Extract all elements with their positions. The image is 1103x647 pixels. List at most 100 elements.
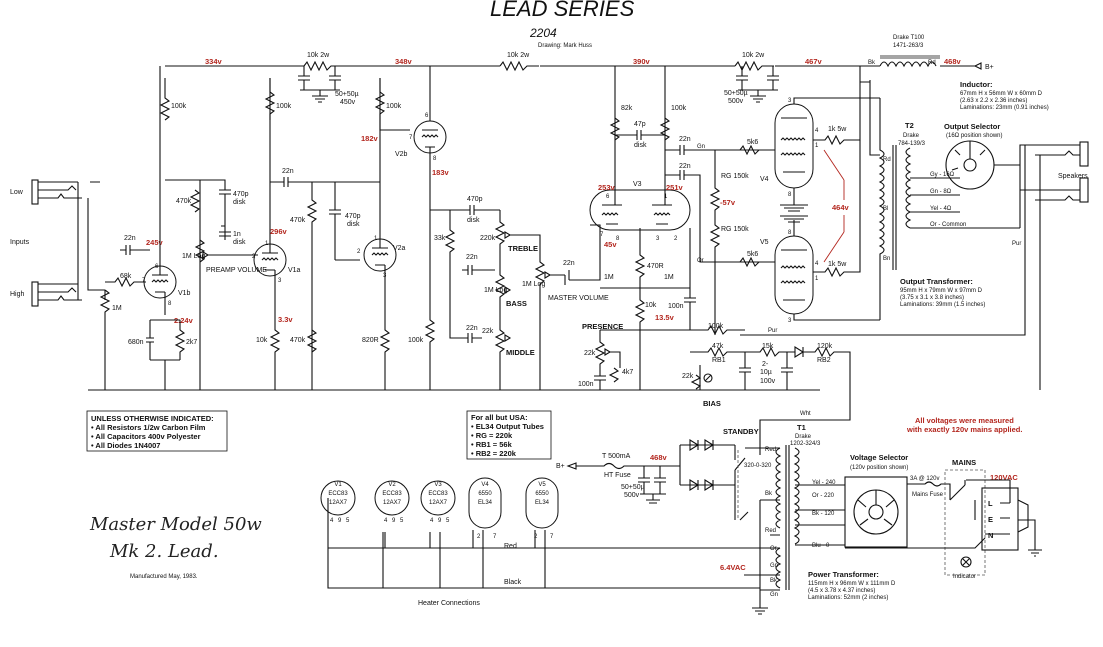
heater-tube-type2: 12AX7 xyxy=(329,500,348,506)
svg-text:470k: 470k xyxy=(290,337,306,344)
pot-treble: 220k TREBLE xyxy=(480,210,538,260)
reservoir-caps xyxy=(638,466,666,504)
cap-22n-v1a xyxy=(270,177,380,187)
svg-text:Drake: Drake xyxy=(795,434,812,440)
heater-tube-type1: ECC83 xyxy=(382,491,402,497)
heater-tube-id: V4 xyxy=(481,482,489,488)
svg-text:22n: 22n xyxy=(679,163,691,170)
manufactured-date: Manufactured May, 1983. xyxy=(130,574,198,580)
notes-box-general: UNLESS OTHERWISE INDICATED: • All Resist… xyxy=(86,410,228,452)
resistor-470k-b xyxy=(306,182,318,390)
svg-text:470p: 470p xyxy=(345,213,361,220)
svg-text:• RG = 220k: • RG = 220k xyxy=(471,431,513,440)
svg-text:Gn - 8Ω: Gn - 8Ω xyxy=(930,189,952,195)
svg-text:10k 2w: 10k 2w xyxy=(507,52,530,59)
svg-text:L: L xyxy=(988,499,993,508)
voltage-468: 468v xyxy=(944,57,962,66)
ht-fuse xyxy=(576,462,680,470)
svg-text:N: N xyxy=(988,531,993,540)
svg-text:MIDDLE: MIDDLE xyxy=(506,348,535,357)
svg-text:253v: 253v xyxy=(598,183,616,192)
svg-text:470k: 470k xyxy=(176,198,192,205)
resistor-100k-v1a xyxy=(264,78,276,120)
svg-text:10k: 10k xyxy=(256,337,268,344)
svg-text:7: 7 xyxy=(550,534,554,540)
resistor-470k-a xyxy=(189,189,201,213)
resistor-470r xyxy=(634,228,646,288)
signature-line-2: Mk 2. Lead. xyxy=(109,541,219,562)
svg-text:disk: disk xyxy=(233,239,246,246)
svg-text:BASS: BASS xyxy=(506,299,527,308)
resistor-10k-v1a xyxy=(269,270,281,390)
svg-text:182v: 182v xyxy=(361,134,379,143)
mains-wiring xyxy=(845,479,1011,549)
svg-text:Bl: Bl xyxy=(883,206,888,212)
svg-text:with exactly 120v mains applie: with exactly 120v mains applied. xyxy=(906,425,1022,434)
power-note: Power Transformer: 115mm H x 96mm W x 11… xyxy=(808,570,896,601)
svg-text:784-139/3: 784-139/3 xyxy=(898,141,926,147)
output-selector: Output Selector (16Ω position shown) Gy … xyxy=(910,122,1035,229)
voltage-334: 334v xyxy=(205,57,223,66)
heater-tube-type2: EL34 xyxy=(535,500,550,506)
heater-wire-black: Black xyxy=(504,579,522,586)
svg-text:Gy - 16Ω: Gy - 16Ω xyxy=(930,172,955,178)
svg-text:7: 7 xyxy=(142,278,146,284)
cap-1n xyxy=(219,225,231,237)
svg-text:1: 1 xyxy=(374,236,378,242)
mains-switch: MAINS Indicator xyxy=(944,458,986,580)
svg-text:• RB2 = 220k: • RB2 = 220k xyxy=(471,449,517,458)
cap-22n-tone xyxy=(462,265,495,343)
svg-text:2: 2 xyxy=(252,254,256,260)
svg-text:3: 3 xyxy=(788,318,792,324)
svg-text:Output Selector: Output Selector xyxy=(944,122,1000,131)
nfb-loop xyxy=(740,145,1041,390)
svg-text:50+50µ: 50+50µ xyxy=(724,90,748,97)
svg-text:Rd: Rd xyxy=(928,60,936,66)
model-number: 2204 xyxy=(529,26,557,40)
ground-v4 xyxy=(780,188,808,212)
svg-text:22n: 22n xyxy=(282,168,294,175)
signature-line-1: Master Model 50w xyxy=(89,514,262,535)
heater-tube-id: V5 xyxy=(538,482,546,488)
svg-text:100k: 100k xyxy=(408,337,424,344)
svg-text:B+: B+ xyxy=(556,463,565,470)
resistor-5k6-top xyxy=(715,144,775,156)
svg-text:3: 3 xyxy=(788,98,792,104)
svg-text:22n: 22n xyxy=(679,136,691,143)
svg-text:1M Log: 1M Log xyxy=(182,253,205,260)
svg-text:Voltage Selector: Voltage Selector xyxy=(850,453,908,462)
svg-text:RG 150k: RG 150k xyxy=(721,226,749,233)
svg-text:4k7: 4k7 xyxy=(622,369,633,376)
resistor-100k-v3 xyxy=(659,66,671,205)
resistor-100k-v2a xyxy=(374,78,410,131)
svg-text:100n: 100n xyxy=(578,381,594,388)
svg-text:183v: 183v xyxy=(432,168,450,177)
svg-text:RB2: RB2 xyxy=(817,357,831,364)
cap-100n-pi xyxy=(684,228,696,330)
measure-arrow-464 xyxy=(823,149,845,263)
bplus-label: B+ xyxy=(985,64,994,71)
choke-inductor: Drake T100 1471-263/3 Bk Rd xyxy=(868,35,940,68)
filter-cap-2: 50+50µ 500v xyxy=(724,66,779,105)
svg-text:1M: 1M xyxy=(664,274,674,281)
svg-text:47k: 47k xyxy=(712,343,724,350)
pot-middle: 22k MIDDLE xyxy=(482,320,535,390)
heater-tube-type1: 6550 xyxy=(478,491,492,497)
output-note: Output Transformer: 95mm H x 79mm W x 97… xyxy=(900,277,985,308)
svg-text:320-0-320: 320-0-320 xyxy=(744,463,772,469)
resistor-1k5w-top xyxy=(813,66,861,146)
heater-tube-type1: 6550 xyxy=(535,491,549,497)
svg-text:1M Log: 1M Log xyxy=(484,287,507,294)
svg-text:6: 6 xyxy=(155,264,159,270)
iec-inlet: L E N xyxy=(981,487,1042,557)
pot-preamp-volume: 1M Log PREAMP VOLUME xyxy=(182,239,267,274)
notes-box-usa: For all but USA: • EL34 Output Tubes • R… xyxy=(466,410,552,460)
svg-text:Indicator: Indicator xyxy=(953,574,976,580)
svg-text:468v: 468v xyxy=(650,453,668,462)
svg-text:T2: T2 xyxy=(905,121,914,130)
cap-470p-b xyxy=(329,182,341,260)
svg-text:1: 1 xyxy=(664,194,668,200)
svg-text:22n: 22n xyxy=(563,260,575,267)
svg-text:V3: V3 xyxy=(633,181,642,188)
